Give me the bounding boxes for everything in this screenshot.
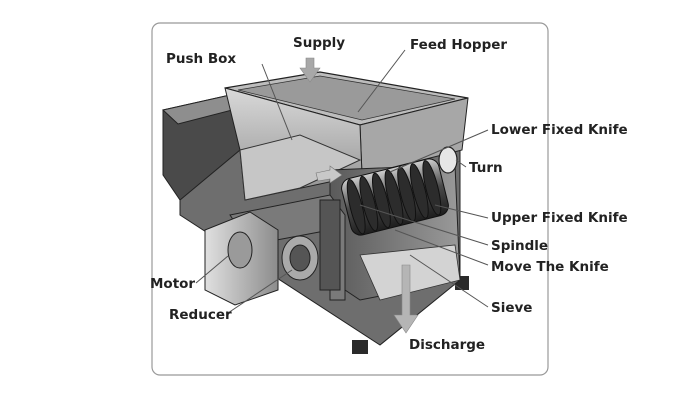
hopper-opening (237, 75, 456, 121)
label-spindle: Spindle (491, 238, 548, 254)
rotor-blade (359, 175, 379, 232)
leader-reducer (227, 269, 293, 314)
rotor-blade (371, 172, 391, 229)
label-lower-fixed-knife: Lower Fixed Knife (491, 122, 628, 138)
reducer-shaft (289, 244, 311, 272)
label-push-box: Push Box (166, 51, 236, 67)
labels: Supply Feed Hopper Push Box Lower Fixed … (150, 35, 628, 353)
label-turn: Turn (469, 160, 503, 176)
label-reducer: Reducer (169, 307, 232, 323)
label-upper-fixed-knife: Upper Fixed Knife (491, 210, 628, 226)
leader-lower-fixed-knife (389, 129, 489, 173)
leader-upper-fixed-knife (434, 204, 489, 219)
discharge-arrow (393, 264, 419, 334)
leader-lines (195, 49, 489, 314)
machine-illustration (161, 57, 469, 354)
leader-sieve (409, 254, 489, 308)
label-motor: Motor (150, 276, 195, 292)
leader-spindle (359, 204, 489, 246)
label-feed-hopper: Feed Hopper (410, 37, 507, 53)
push-arrow (315, 165, 343, 184)
leader-feed-hopper (357, 49, 406, 113)
drive-plate (319, 199, 341, 291)
leader-turn (455, 159, 467, 168)
turn-wheel (438, 146, 458, 174)
rotor-blade (384, 169, 404, 225)
supply-arrow (299, 57, 321, 83)
label-move-the-knife: Move The Knife (491, 259, 609, 275)
label-supply: Supply (293, 35, 345, 51)
label-sieve: Sieve (491, 300, 532, 316)
leader-move-the-knife (394, 229, 489, 266)
label-discharge: Discharge (409, 337, 485, 353)
rotor (341, 158, 449, 236)
leader-motor (195, 255, 229, 284)
rotor-blade (409, 163, 429, 219)
motor-face (227, 231, 253, 269)
leader-push-box (261, 63, 293, 141)
rotor-blade (422, 160, 442, 216)
leg-front (352, 340, 368, 354)
